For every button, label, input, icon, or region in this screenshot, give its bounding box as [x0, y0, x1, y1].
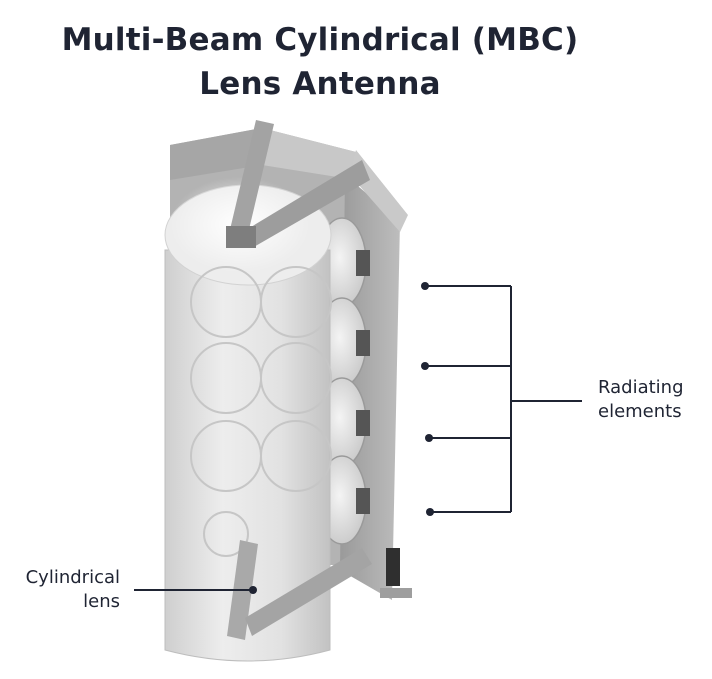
radiating-label-line-1: Radiating	[598, 377, 684, 398]
title-line-2: Lens Antenna	[199, 66, 441, 102]
lens-label-line-2: lens	[83, 591, 120, 612]
top-bracket	[226, 120, 370, 248]
title-line-1: Multi-Beam Cylindrical (MBC)	[61, 22, 579, 58]
lens-leader	[134, 586, 257, 594]
radiating-leader-dots	[421, 282, 434, 516]
lens-label-line-1: Cylindrical	[25, 567, 120, 588]
cylindrical-lens-label: Cylindrical lens	[26, 566, 120, 614]
radiating-elements-label: Radiating elements	[598, 376, 684, 424]
radiating-leaders	[425, 285, 582, 513]
radiating-label-line-2: elements	[598, 401, 682, 422]
lens-inner-discs	[190, 266, 332, 557]
